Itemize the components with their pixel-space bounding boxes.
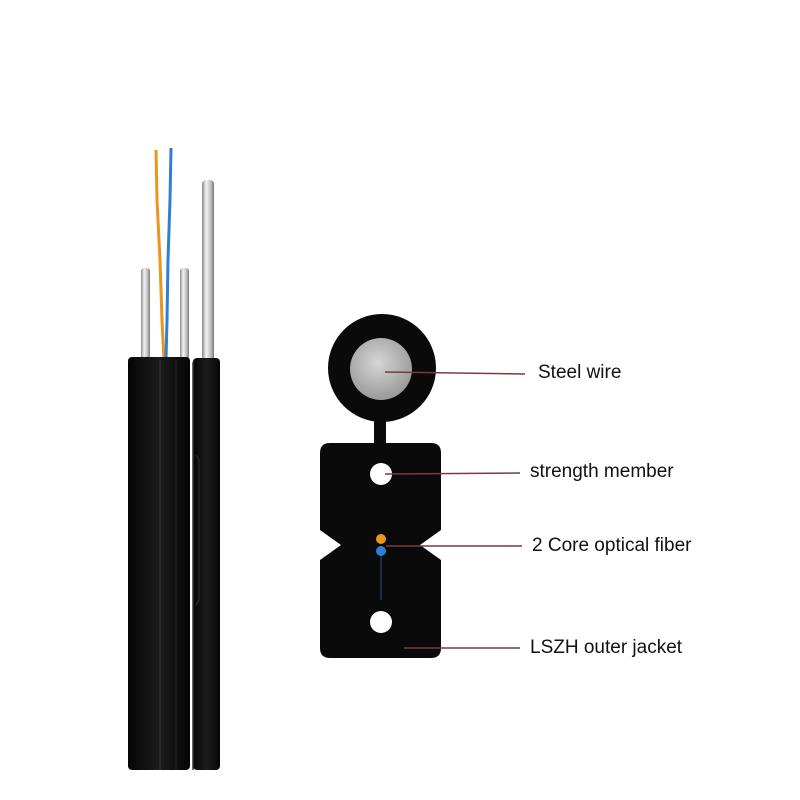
fiber-orange-dot — [376, 534, 386, 544]
strength-member-top — [370, 463, 392, 485]
label-optical-fiber: 2 Core optical fiber — [532, 535, 692, 556]
fiber-blue-dot — [376, 546, 386, 556]
neck-web — [374, 418, 386, 448]
cable-illustration — [128, 147, 220, 770]
fiber-blue — [164, 147, 173, 361]
label-strength-member: strength member — [530, 461, 674, 482]
cable-jacket-main — [128, 357, 190, 770]
strength-member-bottom — [370, 611, 392, 633]
steel-wire-core — [350, 338, 412, 400]
cable-jacket-messenger — [193, 358, 220, 770]
label-outer-jacket: LSZH outer jacket — [530, 637, 683, 658]
cross-section — [320, 314, 441, 658]
leader-strength-member — [384, 472, 521, 475]
label-steel-wire: Steel wire — [538, 362, 622, 383]
strength-rod-left — [141, 268, 150, 362]
leader-lines — [384, 371, 526, 649]
fiber-orange — [154, 149, 166, 361]
strength-rod-right — [180, 268, 189, 362]
web-slit — [195, 454, 200, 606]
messenger-steel-wire — [202, 180, 214, 365]
leader-steel-wire — [384, 371, 526, 375]
